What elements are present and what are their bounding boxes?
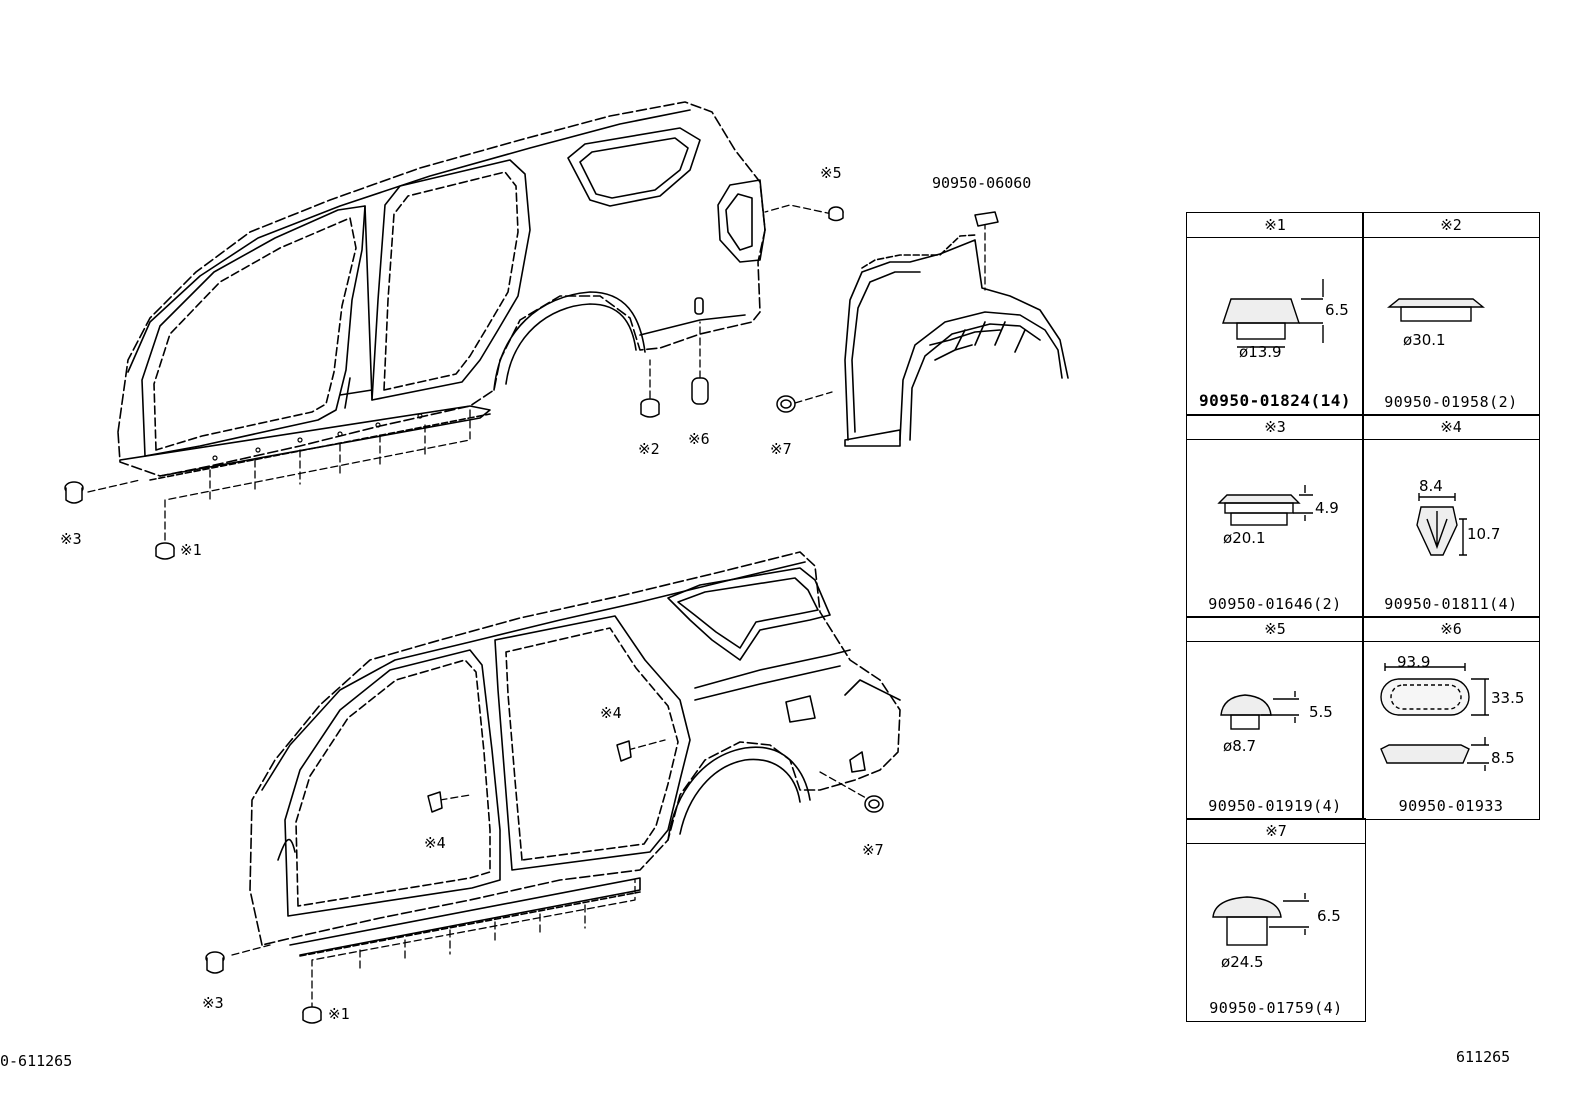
callout-7-upper: ※7 bbox=[770, 440, 792, 458]
callout-4-front: ※4 bbox=[424, 834, 446, 852]
plug-6-icon bbox=[1380, 663, 1489, 771]
legend-dim: 10.7 bbox=[1467, 525, 1501, 543]
figure-id-left: 0-611265 bbox=[0, 1052, 73, 1070]
legend-dim: 8.5 bbox=[1491, 749, 1515, 767]
grommet-5-icon bbox=[1220, 691, 1299, 730]
callout-4-rear: ※4 bbox=[600, 704, 622, 722]
legend-cell-5: ※5 5.5 ø8.7 90950-01919(4) bbox=[1186, 616, 1364, 820]
legend-dim: 33.5 bbox=[1491, 689, 1525, 707]
callout-1-upper: ※1 bbox=[180, 541, 202, 559]
legend-header: ※4 bbox=[1363, 415, 1539, 440]
callout-1-lower: ※1 bbox=[328, 1005, 350, 1023]
callout-5: ※5 bbox=[820, 164, 842, 182]
legend-cell-4: ※4 8.4 10.7 90950-01811(4) bbox=[1362, 414, 1540, 618]
legend-header: ※7 bbox=[1187, 819, 1365, 844]
grommet-7-icon bbox=[1212, 893, 1309, 946]
callout-3-lower: ※3 bbox=[202, 994, 224, 1012]
callout-3-upper: ※3 bbox=[60, 530, 82, 548]
legend-header: ※3 bbox=[1187, 415, 1363, 440]
legend-part-number: 90950-01759(4) bbox=[1209, 999, 1343, 1017]
grommet-3-icon bbox=[1217, 485, 1313, 526]
legend-dim: ø30.1 bbox=[1403, 331, 1446, 349]
legend-dim: 6.5 bbox=[1317, 907, 1341, 925]
inner-wheelhouse bbox=[844, 234, 1069, 447]
legend-cell-3: ※3 4.9 ø20.1 90950-01646(2) bbox=[1186, 414, 1364, 618]
legend-cell-2: ※2 ø30.1 90950-01958(2) bbox=[1362, 212, 1540, 416]
upper-body-side-panel bbox=[117, 101, 766, 481]
legend-dim: ø24.5 bbox=[1221, 953, 1264, 971]
legend-dim: 93.9 bbox=[1397, 653, 1431, 671]
grommet-2-icon bbox=[1387, 298, 1485, 322]
legend-dim: ø13.9 bbox=[1239, 343, 1282, 361]
legend-dim: ø20.1 bbox=[1223, 529, 1266, 547]
legend-dim: 5.5 bbox=[1309, 703, 1333, 721]
part-number-label: 90950-06060 bbox=[932, 174, 1032, 192]
grommet-1-icon bbox=[1222, 279, 1324, 348]
figure-id-right: 611265 bbox=[1456, 1048, 1511, 1066]
legend-part-number: 90950-01811(4) bbox=[1384, 595, 1518, 613]
legend-header: ※6 bbox=[1363, 617, 1539, 642]
legend-cell-1: ※1 6.5 ø13.9 90950-01824(14) bbox=[1186, 212, 1364, 416]
legend-header: ※1 bbox=[1187, 213, 1363, 238]
legend-dim: ø8.7 bbox=[1223, 737, 1257, 755]
legend-part-number: 90950-01646(2) bbox=[1208, 595, 1342, 613]
legend-dim: 6.5 bbox=[1325, 301, 1349, 319]
legend-cell-7: ※7 6.5 ø24.5 90950-01759(4) bbox=[1186, 818, 1366, 1022]
clip-4-icon bbox=[1416, 493, 1467, 556]
legend-part-number: 90950-01824(14) bbox=[1199, 391, 1351, 410]
legend-header: ※5 bbox=[1187, 617, 1363, 642]
legend-cell-6: ※6 93.9 33.5 8.5 90950-01933 bbox=[1362, 616, 1540, 820]
legend-part-number: 90950-01933 bbox=[1398, 797, 1504, 815]
legend-header: ※2 bbox=[1363, 213, 1539, 238]
lower-body-side-panel bbox=[249, 551, 901, 957]
callout-2: ※2 bbox=[638, 440, 660, 458]
callout-7-lower: ※7 bbox=[862, 841, 884, 859]
legend-part-number: 90950-01919(4) bbox=[1208, 797, 1342, 815]
legend-part-number: 90950-01958(2) bbox=[1384, 393, 1518, 411]
legend-dim: 4.9 bbox=[1315, 499, 1339, 517]
legend-dim: 8.4 bbox=[1419, 477, 1443, 495]
callout-6: ※6 bbox=[688, 430, 710, 448]
